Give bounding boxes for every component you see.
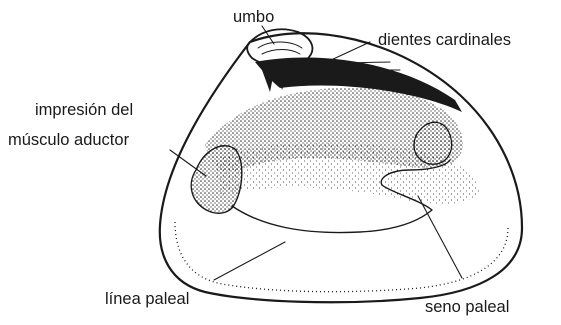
anterior-adductor-scar [191, 146, 242, 213]
pallial-line-leader [214, 242, 285, 280]
label-umbo: umbo [233, 8, 274, 26]
label-adductor-line2: músculo aductor [8, 131, 130, 149]
umbo-lines [258, 42, 302, 54]
label-adductor-line1: impresión del [35, 101, 133, 119]
label-cardinal-teeth: dientes cardinales [378, 31, 511, 49]
label-pallial-line: línea paleal [105, 290, 189, 308]
label-pallial-sinus: seno paleal [425, 298, 509, 316]
pallial-sinus-leader [418, 196, 462, 278]
